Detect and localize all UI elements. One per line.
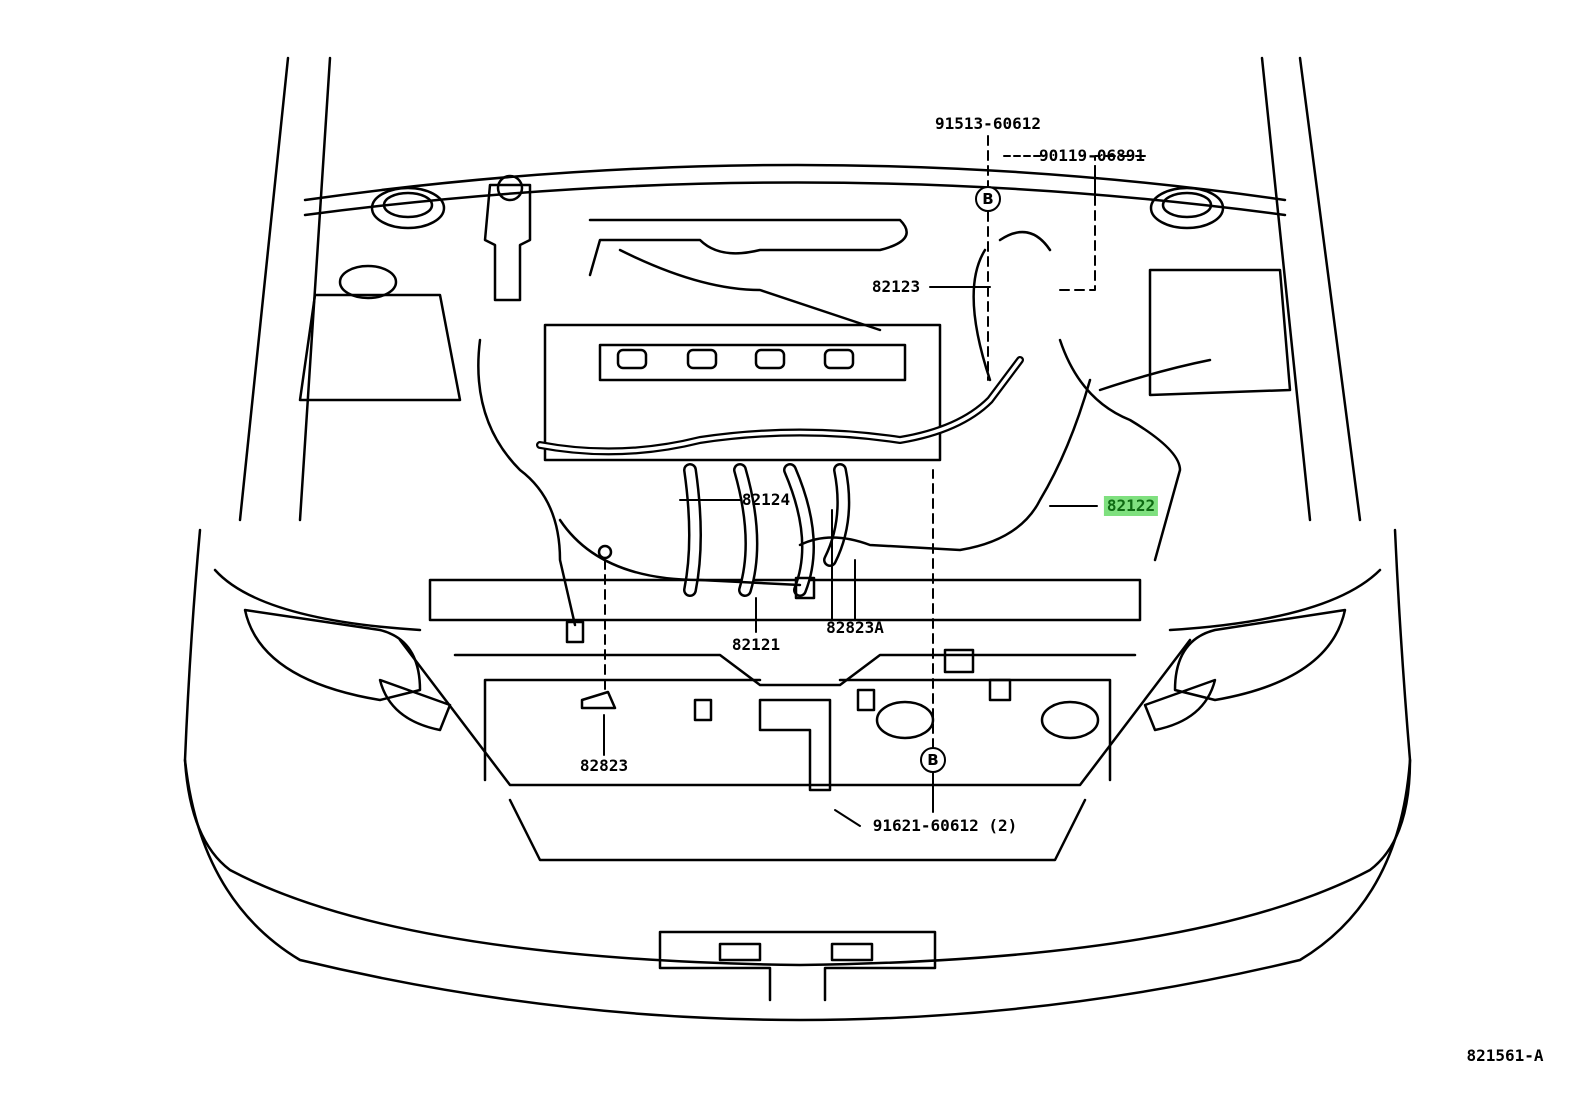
callout-82123[interactable]: 82123 [871, 277, 921, 296]
callout-82121[interactable]: 82121 [731, 635, 781, 654]
horn-left [875, 700, 935, 740]
harness-82122 [798, 378, 1092, 552]
ref-mark-b-top: B [975, 186, 1001, 212]
callout-82124[interactable]: 82124 [741, 490, 791, 509]
license-plate-mount [658, 930, 937, 1002]
ignition-coils [616, 348, 855, 370]
callout-91513-60612[interactable]: 91513-60612 [935, 114, 1041, 133]
callout-82122-highlighted[interactable]: 82122 [1103, 496, 1159, 516]
leader-lines [603, 135, 1146, 827]
callout-91621-60612[interactable]: 91621-60612 (2) [872, 816, 1018, 835]
ref-mark-b-bottom: B [920, 747, 946, 773]
left-headlight [243, 608, 422, 702]
brake-reservoir [483, 183, 532, 302]
callout-90119-06891[interactable]: 90119-06891 [1039, 146, 1145, 165]
hose [588, 218, 908, 277]
engine-block [543, 323, 942, 462]
right-headlight [1173, 608, 1347, 702]
washer-tank [298, 293, 462, 402]
battery [1148, 268, 1292, 397]
radiator-support [428, 578, 1142, 622]
horn-right [1040, 700, 1100, 740]
harness-82121-branch [477, 338, 577, 627]
bumper-outline [183, 758, 1412, 1022]
figure-id: 821561-A [1466, 1046, 1544, 1065]
grille-frame [398, 638, 1192, 787]
callout-82823a[interactable]: 82823A [826, 618, 884, 637]
callout-82823[interactable]: 82823 [579, 756, 629, 775]
hood-edges [238, 56, 1362, 522]
